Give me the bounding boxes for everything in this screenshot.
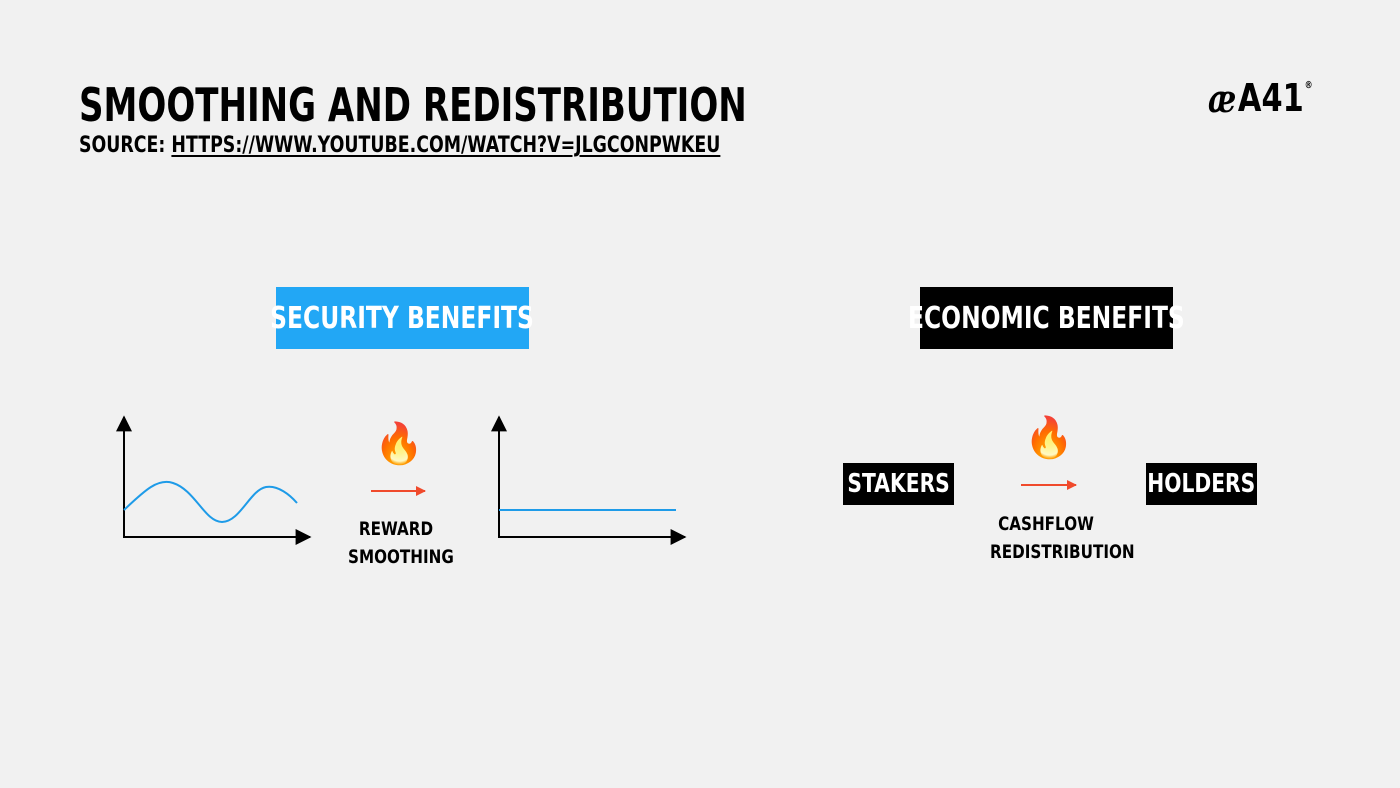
ae-ligature-mark-icon: æ [1208, 76, 1237, 121]
source-line: SOURCE: HTTPS://WWW.YOUTUBE.COM/WATCH?V=… [79, 133, 720, 158]
reward-smoothing-label: REWARD SMOOTHING [348, 518, 454, 568]
volatile-reward-curve [123, 480, 298, 524]
fire-icon: 🔥 [1024, 415, 1074, 461]
smoothed-chart [491, 415, 687, 545]
economic-benefits-heading: ECONOMIC BENEFITS [908, 287, 1185, 349]
holders-node: HOLDERS [1146, 463, 1257, 505]
volatile-chart [116, 415, 312, 545]
fire-icon: 🔥 [374, 421, 424, 467]
page-title: SMOOTHING AND REDISTRIBUTION [79, 78, 747, 132]
security-benefits-heading: SECURITY BENEFITS [271, 287, 534, 349]
stakers-node: STAKERS [843, 463, 954, 505]
source-link[interactable]: HTTPS://WWW.YOUTUBE.COM/WATCH?V=JLGCONPW… [171, 133, 721, 158]
logo-text: A41 [1237, 76, 1304, 120]
source-prefix: SOURCE: [79, 133, 172, 158]
a41-logo: æ A41 ® [1208, 76, 1313, 121]
registered-mark: ® [1304, 80, 1313, 91]
cashflow-redistribution-label: CASHFLOW REDISTRIBUTION [990, 513, 1135, 563]
